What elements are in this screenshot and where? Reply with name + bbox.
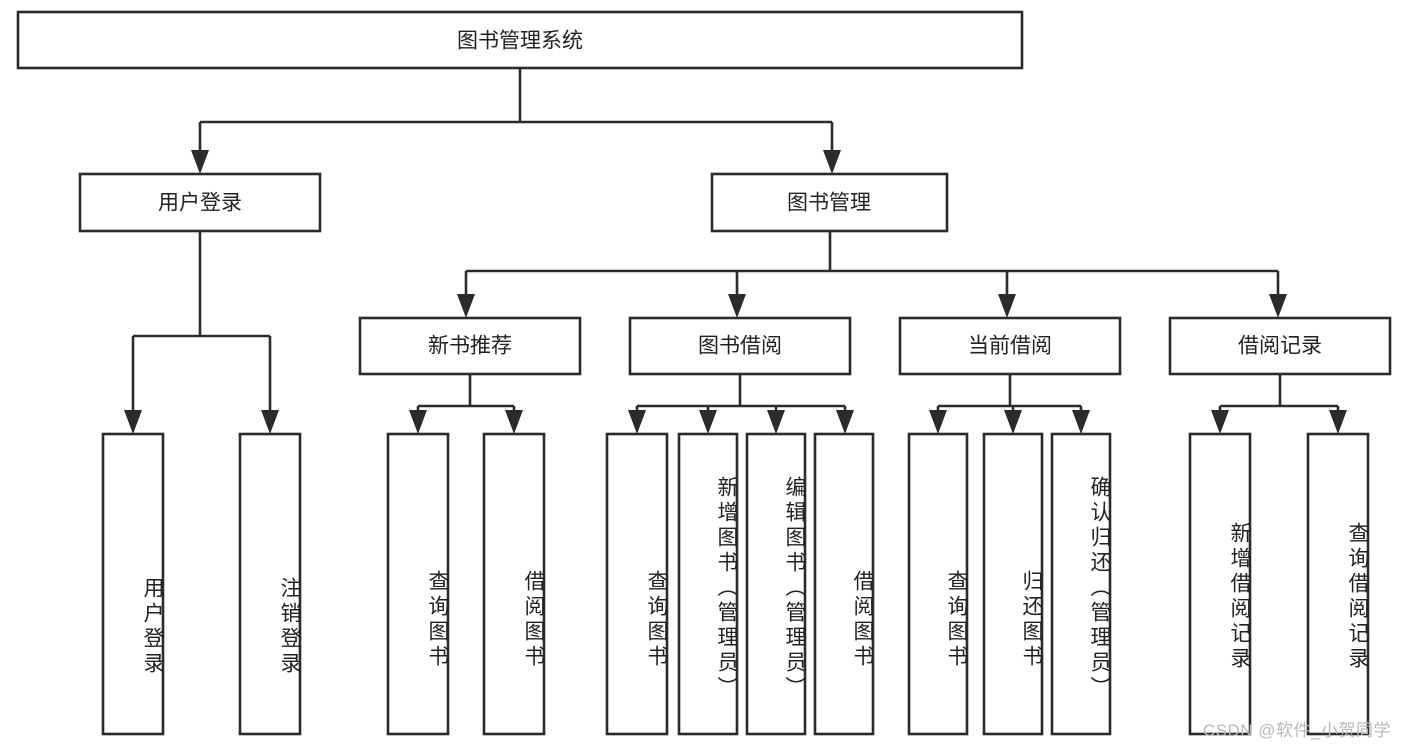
node-root-book-management-system[interactable]: 图书管理系统	[16, 10, 1024, 70]
arrow-down-icon	[767, 410, 785, 434]
leaf-box-add-record[interactable]	[1188, 432, 1252, 736]
node-label-borrow-record: 借阅记录	[1238, 335, 1322, 358]
node-label-root: 图书管理系统	[457, 30, 583, 53]
node-label-book-borrow: 图书借阅	[698, 335, 782, 358]
arrow-down-icon	[628, 410, 646, 434]
leaf-box-return-book[interactable]	[982, 432, 1044, 736]
leaf-box-borrow-book-2[interactable]	[813, 432, 875, 736]
arrow-down-icon	[409, 410, 427, 434]
leaf-box-query-book-3[interactable]	[907, 432, 969, 736]
node-box[interactable]	[78, 172, 322, 233]
leaf-box-add-book[interactable]	[677, 432, 739, 736]
node-box[interactable]	[358, 316, 582, 376]
node-box[interactable]	[628, 316, 852, 376]
arrow-down-icon	[191, 150, 209, 174]
connector-borrow-record-to-leaves	[1211, 374, 1347, 434]
leaf-box-logout[interactable]	[238, 432, 302, 736]
arrow-down-icon	[699, 410, 717, 434]
node-box[interactable]	[16, 10, 1024, 70]
leaf-box-query-book-2[interactable]	[605, 432, 669, 736]
connector-user-login-to-leaves	[124, 231, 279, 434]
leaf-box-borrow-book-1[interactable]	[482, 432, 546, 736]
csdn-watermark: CSDN @软件_小贺同学	[1202, 721, 1391, 740]
node-book-management[interactable]: 图书管理	[710, 172, 949, 233]
node-label-new-book-recommend: 新书推荐	[428, 335, 512, 358]
node-current-borrow[interactable]: 当前借阅	[898, 316, 1122, 376]
leaf-box-query-book-1[interactable]	[386, 432, 450, 736]
node-box[interactable]	[1168, 316, 1392, 376]
leaf-boxes	[101, 432, 1370, 736]
arrow-down-icon	[1072, 410, 1090, 434]
arrow-down-icon	[1004, 410, 1022, 434]
arrow-down-icon	[1329, 410, 1347, 434]
arrow-down-icon	[124, 410, 142, 434]
connector-book-borrow-to-leaves	[628, 374, 854, 434]
leaf-box-user-login[interactable]	[101, 432, 165, 736]
connector-root-to-level2	[191, 68, 841, 174]
arrow-down-icon	[823, 150, 841, 174]
arrow-down-icon	[836, 410, 854, 434]
leaf-box-edit-book[interactable]	[745, 432, 807, 736]
arrow-down-icon	[505, 410, 523, 434]
leaf-box-query-record[interactable]	[1306, 432, 1370, 736]
arrow-down-icon	[1211, 410, 1229, 434]
arrow-down-icon	[457, 294, 475, 318]
node-borrow-record[interactable]: 借阅记录	[1168, 316, 1392, 376]
node-box[interactable]	[898, 316, 1122, 376]
connector-new-book-to-leaves	[409, 374, 523, 434]
leaf-box-confirm-return[interactable]	[1050, 432, 1112, 736]
node-book-borrow[interactable]: 图书借阅	[628, 316, 852, 376]
arrow-down-icon	[929, 410, 947, 434]
arrow-down-icon	[728, 294, 746, 318]
node-label-current-borrow: 当前借阅	[968, 335, 1052, 358]
arrow-down-icon	[1269, 294, 1287, 318]
node-new-book-recommend[interactable]: 新书推荐	[358, 316, 582, 376]
node-label-book-management: 图书管理	[787, 192, 871, 215]
arrow-down-icon	[261, 410, 279, 434]
node-box[interactable]	[710, 172, 949, 233]
node-label-user-login: 用户登录	[158, 192, 242, 215]
connector-book-mgmt-to-level3	[457, 231, 1287, 318]
node-user-login[interactable]: 用户登录	[78, 172, 322, 233]
connector-current-borrow-to-leaves	[929, 374, 1090, 434]
arrow-down-icon	[998, 294, 1016, 318]
